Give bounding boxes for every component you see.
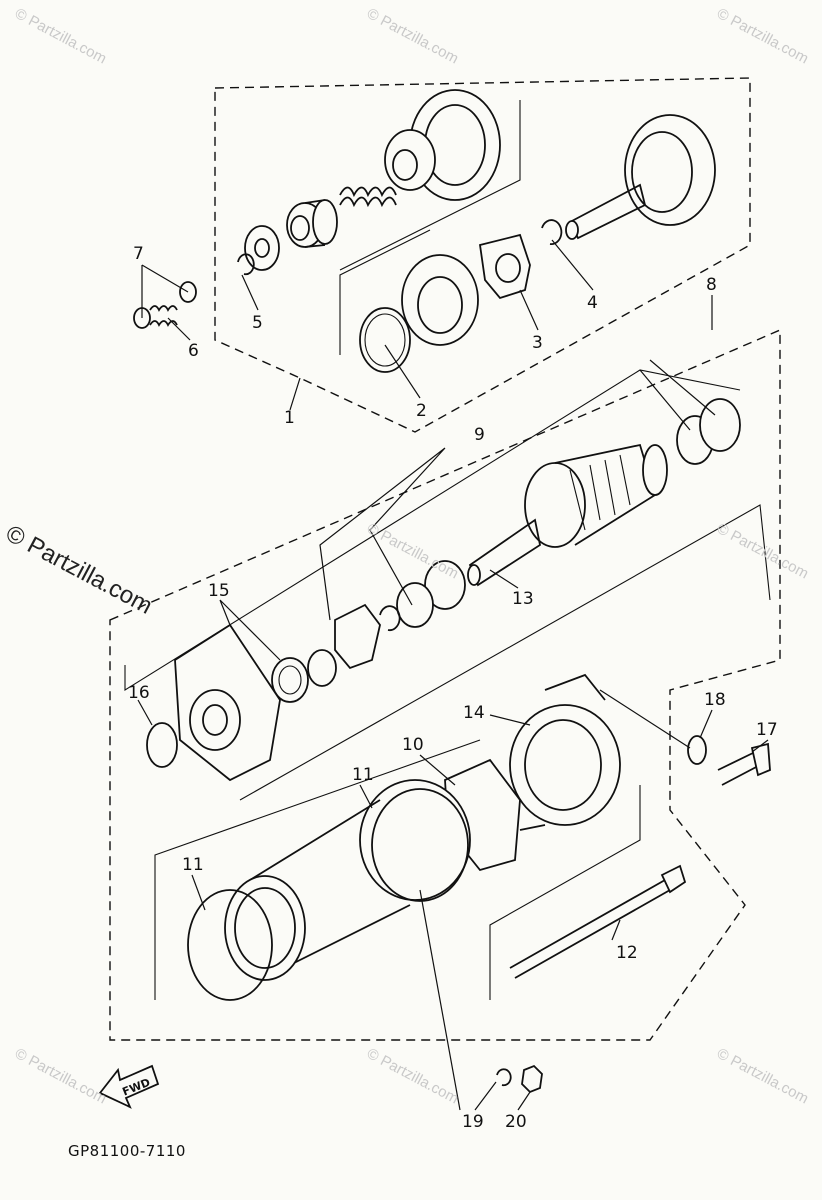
rear-cover-part bbox=[509, 673, 621, 826]
group-8-boundary bbox=[109, 328, 781, 1041]
leader-6 bbox=[167, 317, 191, 341]
callout-7: 7 bbox=[133, 244, 144, 264]
spring-6-part bbox=[133, 281, 197, 329]
armature-box bbox=[124, 369, 741, 691]
armature-part bbox=[467, 443, 668, 587]
o-ring-16-part bbox=[146, 722, 178, 768]
bolt-box bbox=[489, 785, 641, 1000]
leader-14 bbox=[489, 714, 531, 726]
leader-5 bbox=[241, 274, 259, 311]
leader-13 bbox=[489, 569, 519, 589]
yoke-part bbox=[224, 779, 471, 981]
leader-7 bbox=[141, 264, 189, 318]
bolt-17-part bbox=[717, 742, 771, 786]
callout-16: 16 bbox=[128, 683, 150, 703]
yoke-box bbox=[154, 739, 481, 1000]
leader-16 bbox=[137, 699, 153, 726]
leader-11a bbox=[359, 784, 373, 809]
callout-8: 8 bbox=[706, 275, 717, 295]
bearing-15-part bbox=[271, 657, 309, 703]
leader-4 bbox=[551, 239, 594, 291]
nut-20-part bbox=[521, 1064, 543, 1094]
callout-1: 1 bbox=[284, 408, 295, 428]
sleeve-part bbox=[286, 199, 338, 248]
leader-11b bbox=[191, 874, 206, 911]
group-1-boundary bbox=[214, 77, 751, 433]
callout-20: 20 bbox=[505, 1112, 527, 1132]
callout-2: 2 bbox=[416, 401, 427, 421]
circlip-5-part bbox=[237, 253, 255, 276]
callout-6: 6 bbox=[188, 341, 199, 361]
leader-12 bbox=[611, 919, 621, 941]
callout-9: 9 bbox=[474, 425, 485, 445]
leader-3 bbox=[519, 289, 539, 331]
leader-19 bbox=[419, 889, 497, 1111]
callout-19: 19 bbox=[462, 1112, 484, 1132]
leader-9 bbox=[319, 447, 446, 621]
leader-10 bbox=[419, 754, 456, 786]
leader-15 bbox=[219, 599, 281, 661]
clutch-body-part bbox=[401, 254, 479, 346]
circlip-4-part bbox=[541, 219, 563, 245]
leader-9-top bbox=[639, 359, 716, 431]
clutch-spring-part bbox=[339, 186, 397, 208]
washer-15-part bbox=[307, 649, 337, 687]
callout-5: 5 bbox=[252, 313, 263, 333]
clutch-upper-box bbox=[339, 100, 521, 271]
long-bolt-part bbox=[509, 864, 687, 979]
gasket-11a-part bbox=[371, 788, 469, 902]
plate-13-part bbox=[334, 603, 381, 670]
callout-11a: 11 bbox=[352, 765, 374, 785]
gasket-11b-part bbox=[187, 889, 273, 1001]
callout-17: 17 bbox=[756, 720, 778, 740]
fwd-arrow-icon: FWD bbox=[98, 1064, 160, 1109]
leader-17 bbox=[751, 739, 769, 753]
circlip-19-part bbox=[496, 1068, 512, 1087]
callout-10: 10 bbox=[402, 735, 424, 755]
washer-13b-part bbox=[396, 582, 434, 628]
needle-bearing-part bbox=[359, 307, 411, 373]
leader-20 bbox=[517, 1091, 531, 1111]
callout-14: 14 bbox=[463, 703, 485, 723]
armature-lower-box bbox=[239, 504, 771, 801]
leader-18 bbox=[599, 689, 713, 749]
leader-1 bbox=[289, 377, 301, 411]
diagram-code: GP81100-7110 bbox=[68, 1142, 186, 1160]
callout-12: 12 bbox=[616, 943, 638, 963]
callout-3: 3 bbox=[532, 333, 543, 353]
callout-11b: 11 bbox=[182, 855, 204, 875]
front-cover-part bbox=[174, 623, 281, 782]
washer-13a-part bbox=[424, 560, 466, 610]
circlip-13-part bbox=[379, 605, 401, 632]
washer-part bbox=[244, 225, 280, 271]
washer-18-part bbox=[687, 735, 707, 765]
callout-18: 18 bbox=[704, 690, 726, 710]
callout-4: 4 bbox=[587, 293, 598, 313]
clutch-plate-part bbox=[478, 233, 531, 300]
clutch-lower-box bbox=[339, 229, 431, 355]
callout-15: 15 bbox=[208, 581, 230, 601]
callout-13: 13 bbox=[512, 589, 534, 609]
pinion-gear-part bbox=[384, 89, 501, 201]
washer-9b-part bbox=[699, 398, 741, 452]
leader-2 bbox=[384, 344, 421, 399]
pinion-shaft-part bbox=[565, 114, 716, 240]
